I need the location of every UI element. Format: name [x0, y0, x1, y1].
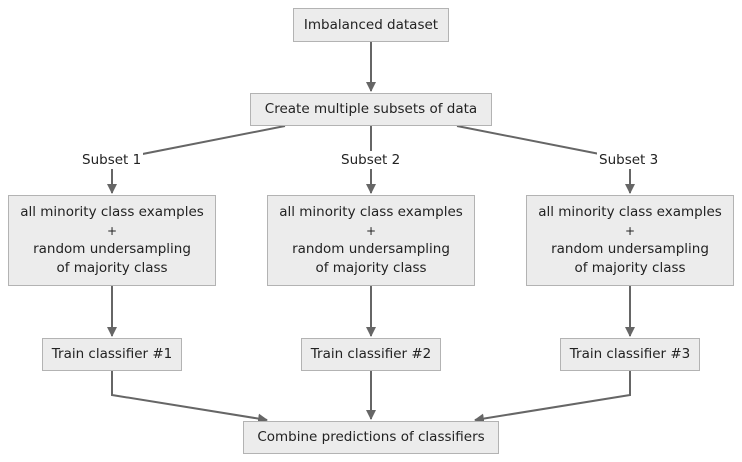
- node-create-subsets: Create multiple subsets of data: [250, 93, 492, 126]
- edge-train-1-to-combine: [111, 371, 268, 424]
- subset-2-plus: +: [365, 224, 377, 238]
- node-imbalanced-dataset: Imbalanced dataset: [293, 8, 449, 42]
- subset-3-plus: +: [624, 224, 636, 238]
- edge-label-subset-1: Subset 1: [80, 151, 144, 169]
- node-subset-2: all minority class examples + random und…: [267, 195, 475, 286]
- node-train-classifier-1: Train classifier #1: [42, 338, 182, 371]
- subset-3-line1: all minority class examples: [538, 204, 722, 220]
- node-subset-1: all minority class examples + random und…: [8, 195, 216, 286]
- node-subset-3: all minority class examples + random und…: [526, 195, 734, 286]
- subset-1-line2: random undersampling: [33, 241, 191, 257]
- node-combine-predictions: Combine predictions of classifiers: [243, 421, 499, 454]
- subset-3-line3: of majority class: [574, 260, 686, 276]
- node-create-subsets-label: Create multiple subsets of data: [264, 101, 478, 117]
- node-imbalanced-dataset-label: Imbalanced dataset: [303, 16, 439, 33]
- subset-1-line1: all minority class examples: [20, 204, 204, 220]
- subset-1-plus: +: [106, 224, 118, 238]
- subset-2-line1: all minority class examples: [279, 204, 463, 220]
- subset-2-line3: of majority class: [315, 260, 427, 276]
- train-classifier-3-label: Train classifier #3: [569, 346, 691, 362]
- train-classifier-2-label: Train classifier #2: [310, 346, 432, 362]
- subset-3-line2: random undersampling: [551, 241, 709, 257]
- node-train-classifier-2: Train classifier #2: [301, 338, 441, 371]
- train-classifier-1-label: Train classifier #1: [51, 346, 173, 362]
- subset-2-line2: random undersampling: [292, 241, 450, 257]
- node-combine-predictions-label: Combine predictions of classifiers: [257, 429, 485, 445]
- edge-label-subset-2: Subset 2: [339, 151, 403, 169]
- subset-1-line3: of majority class: [56, 260, 168, 276]
- node-train-classifier-3: Train classifier #3: [560, 338, 700, 371]
- edge-label-subset-3: Subset 3: [597, 151, 661, 169]
- edge-train-3-to-combine: [474, 371, 631, 424]
